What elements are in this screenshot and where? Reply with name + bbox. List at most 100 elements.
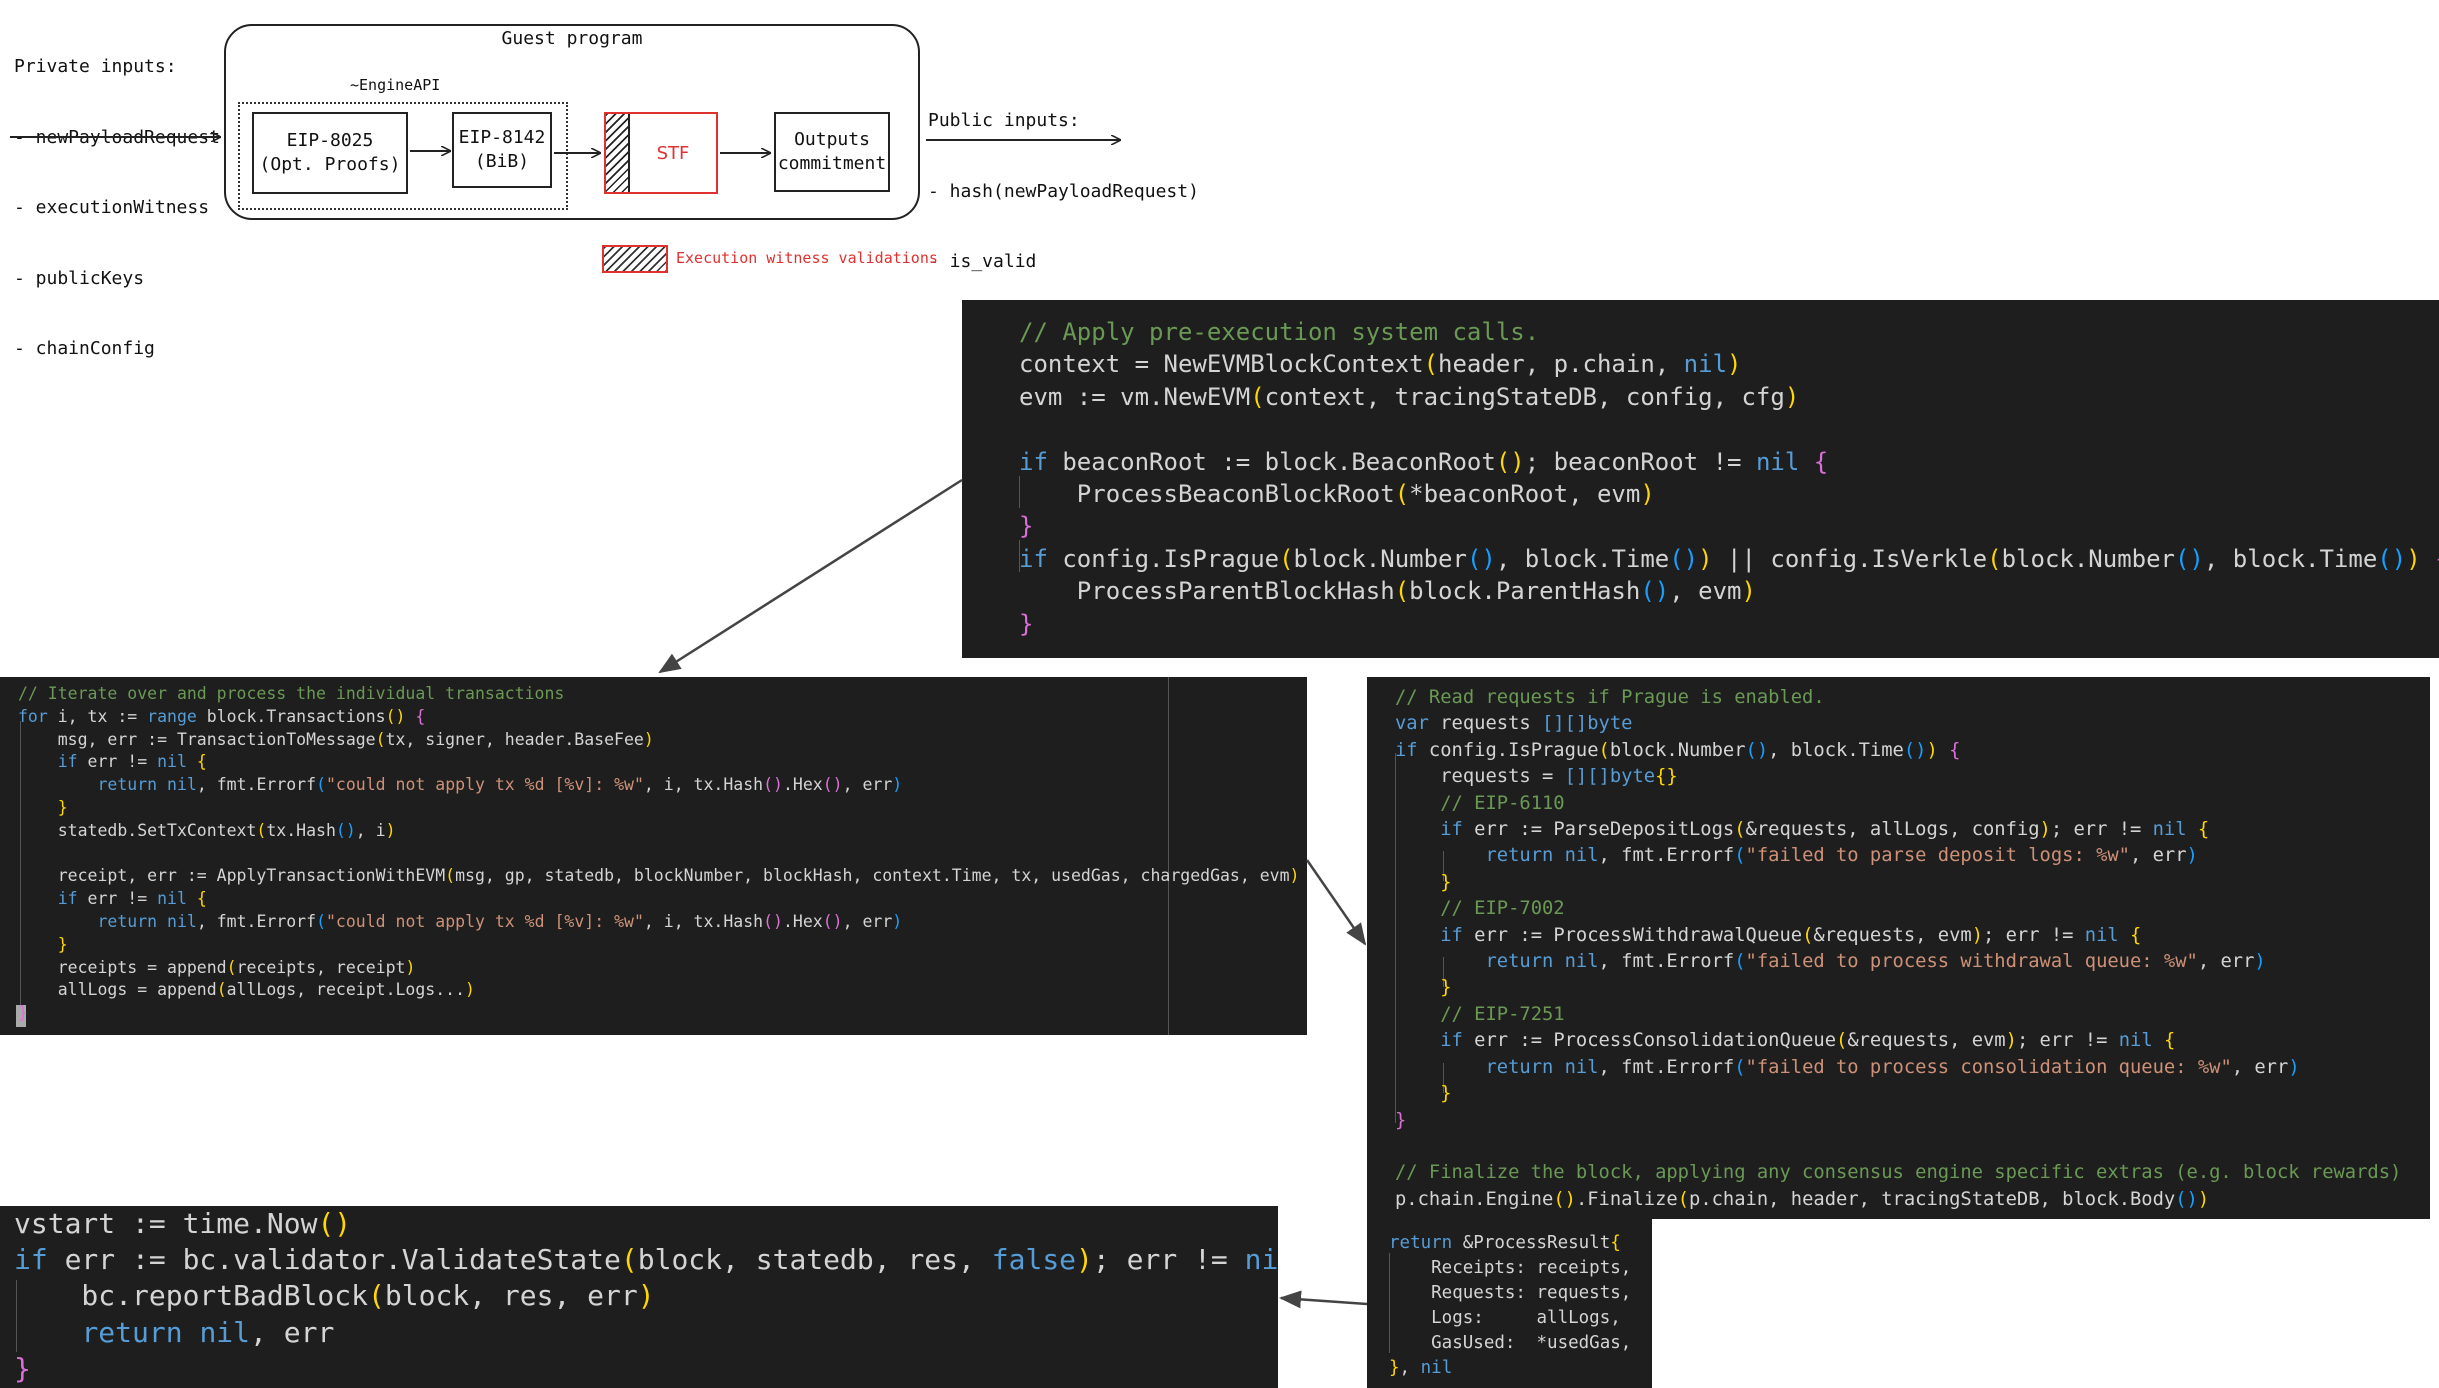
eip-8025-subtitle: (Opt. Proofs) bbox=[259, 154, 401, 175]
code-token: nil bbox=[1755, 447, 1800, 476]
code-token: &requests, allLogs, config bbox=[1745, 819, 2040, 841]
code-token: config.IsPrague bbox=[1047, 544, 1280, 573]
public-inputs-title: Public inputs: bbox=[928, 110, 1080, 131]
code-token: *beaconRoot, evm bbox=[1409, 480, 1641, 509]
code-token: if bbox=[57, 752, 78, 772]
code-token: Receipts: receipts, bbox=[1389, 1258, 1632, 1278]
code-token: } bbox=[14, 1351, 31, 1385]
code-token: ( bbox=[316, 775, 326, 795]
code-token: () bbox=[763, 911, 783, 931]
code-token: } bbox=[1440, 871, 1452, 893]
code-token: ( bbox=[316, 911, 326, 931]
arrow-pre-exec-to-transactions bbox=[658, 478, 963, 674]
code-token: block.ParentHash bbox=[1409, 577, 1641, 606]
code-token: } bbox=[57, 934, 68, 954]
code-line: return &ProcessResult{ bbox=[1389, 1231, 1631, 1256]
code-token: () bbox=[1640, 577, 1670, 606]
code-token: } bbox=[1389, 1358, 1400, 1378]
code-token: , fmt.Errorf bbox=[1598, 1056, 1735, 1078]
code-line: }, nil bbox=[1389, 1356, 1631, 1381]
code-token: GasUsed: *usedGas, bbox=[1389, 1333, 1632, 1353]
public-input-item: - is_valid bbox=[928, 251, 1037, 272]
code-token: , i, tx.Hash bbox=[643, 775, 764, 795]
code-token: err != bbox=[77, 889, 158, 909]
code-token: ( bbox=[226, 957, 237, 977]
code-line: receipts = append(receipts, receipt) bbox=[18, 957, 1299, 980]
code-token: () bbox=[1745, 739, 1769, 761]
code-token: header, p.chain, bbox=[1438, 350, 1684, 379]
code-line: if config.IsPrague(block.Number(), block… bbox=[1019, 543, 2439, 575]
public-input-item: - hash(newPayloadRequest) bbox=[928, 180, 1199, 202]
code-line: // Apply pre-execution system calls. bbox=[1019, 316, 2439, 348]
code-token: { bbox=[1949, 739, 1961, 761]
code-token: Logs: allLogs, bbox=[1389, 1308, 1621, 1328]
code-token: return bbox=[1485, 951, 1554, 973]
code-token: return bbox=[1389, 1233, 1453, 1253]
code-token: ; err != bbox=[2050, 819, 2153, 841]
code-line: return nil, fmt.Errorf("failed to parse … bbox=[1395, 843, 2401, 869]
code-line: if err != nil { bbox=[18, 888, 1299, 911]
code-token: Requests: requests, bbox=[1389, 1283, 1632, 1303]
code-token: nil bbox=[157, 752, 187, 772]
code-token: tx, signer, header.BaseFee bbox=[385, 729, 644, 749]
code-line: return nil, fmt.Errorf("could not apply … bbox=[18, 911, 1299, 934]
engine-api-group bbox=[238, 102, 568, 210]
code-token: ( bbox=[375, 729, 386, 749]
code-token: [][]byte bbox=[1542, 713, 1633, 735]
eip-8025-box: EIP-8025 (Opt. Proofs) bbox=[252, 112, 408, 194]
code-token: ( bbox=[1677, 1188, 1690, 1210]
code-token: ) bbox=[637, 1279, 655, 1313]
code-line: if err != nil { bbox=[18, 751, 1299, 774]
code-token: .Finalize bbox=[1575, 1188, 1678, 1210]
legend-hatch-swatch bbox=[602, 245, 668, 273]
code-token: if bbox=[57, 889, 78, 909]
code-line: } bbox=[1395, 1108, 2401, 1134]
code-token: false bbox=[991, 1243, 1077, 1277]
code-token: ) bbox=[1640, 480, 1655, 509]
code-line: } bbox=[14, 1351, 1278, 1387]
code-token: ( bbox=[1734, 951, 1746, 973]
code-token: ( bbox=[216, 980, 227, 1000]
code-line: // Read requests if Prague is enabled. bbox=[1395, 685, 2401, 711]
code-line: receipt, err := ApplyTransactionWithEVM(… bbox=[18, 865, 1300, 888]
code-line: allLogs = append(allLogs, receipt.Logs..… bbox=[18, 979, 1299, 1002]
code-token: "failed to process withdrawal queue: %w" bbox=[1745, 951, 2198, 973]
code-token: () bbox=[763, 775, 783, 795]
code-token: nil bbox=[1564, 1056, 1599, 1078]
code-token: "failed to parse deposit logs: %w" bbox=[1745, 845, 2130, 867]
code-token: block, res, err bbox=[384, 1279, 638, 1313]
private-inputs: Private inputs: - newPayloadRequest - ex… bbox=[14, 8, 220, 384]
code-line: // EIP-7251 bbox=[1395, 1002, 2401, 1028]
eip-8142-box: EIP-8142 (BiB) bbox=[452, 112, 552, 188]
code-token: , err bbox=[2231, 1056, 2289, 1078]
code-line: Logs: allLogs, bbox=[1389, 1306, 1631, 1331]
code-token: return bbox=[81, 1315, 183, 1349]
code-token: ) bbox=[465, 980, 475, 1000]
code-token: ( bbox=[1394, 480, 1410, 509]
code-line: // Finalize the block, applying any cons… bbox=[1395, 1160, 2401, 1186]
code-line: if err := bc.validator.ValidateState(blo… bbox=[14, 1242, 1278, 1278]
code-token: // Apply pre-execution system calls. bbox=[1019, 318, 1540, 346]
code-token: { bbox=[2130, 924, 2142, 946]
code-token: if bbox=[1440, 1030, 1463, 1052]
code-token: allLogs, receipt.Logs... bbox=[226, 980, 466, 1000]
outputs-commitment-box: Outputs commitment bbox=[774, 112, 890, 192]
code-token: , fmt.Errorf bbox=[196, 911, 317, 931]
code-line: statedb.SetTxContext(tx.Hash(), i) bbox=[18, 820, 1299, 843]
arrow-transactions-to-requests bbox=[1305, 859, 1367, 946]
code-token: nil bbox=[2118, 1030, 2153, 1052]
code-token: { bbox=[2435, 545, 2439, 573]
code-token: ( bbox=[256, 820, 267, 840]
private-input-item: - executionWitness bbox=[14, 197, 210, 218]
indent-guide bbox=[1443, 1063, 1444, 1093]
stf-box: STF bbox=[604, 112, 718, 194]
code-line: Requests: requests, bbox=[1389, 1281, 1631, 1306]
code-token: block.Number bbox=[2001, 544, 2175, 573]
code-token: ( bbox=[1987, 544, 2002, 573]
code-token: () bbox=[335, 820, 356, 840]
code-line: if err := ProcessConsolidationQueue(&req… bbox=[1395, 1028, 2401, 1054]
code-token: () bbox=[822, 775, 843, 795]
code-token: ) bbox=[1741, 577, 1756, 606]
code-line: return nil, err bbox=[14, 1315, 1278, 1351]
